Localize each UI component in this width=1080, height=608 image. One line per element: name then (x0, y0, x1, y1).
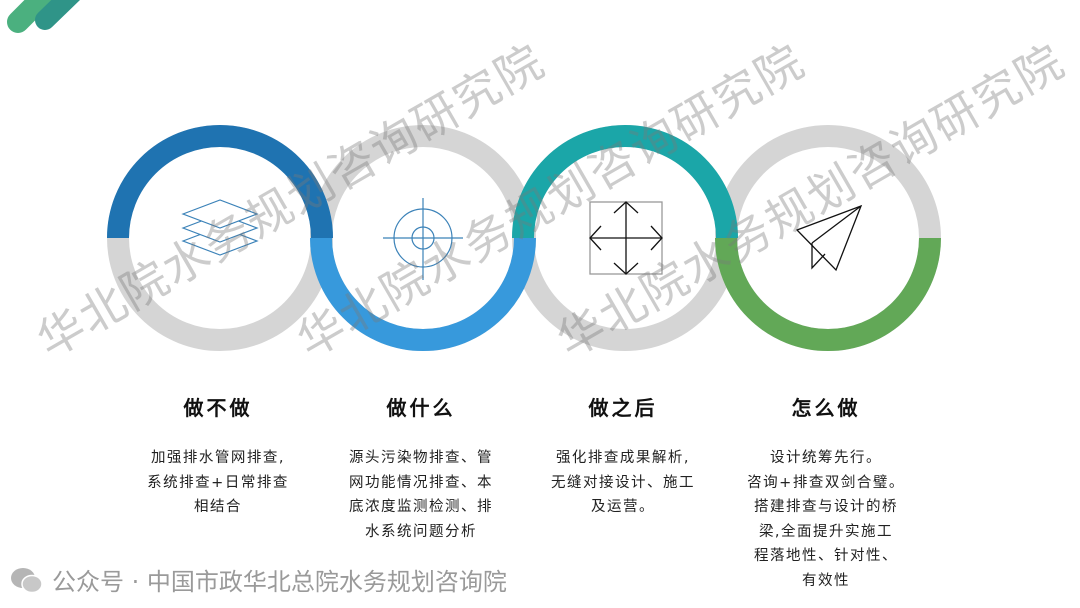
ring-4-arc (715, 237, 941, 351)
description-line: 源头污染物排查、管 (349, 450, 493, 466)
description-line: 无缝对接设计、施工 (551, 474, 695, 491)
step-description: 源头污染物排查、管网功能情况排查、本底浓度监测检测、排水系统问题分析 (326, 446, 516, 544)
step-title: 做不做 (183, 396, 253, 420)
step-title: 做之后 (588, 396, 658, 420)
description-line: 及运营。 (591, 499, 655, 515)
description-line: 梁,全面提升实施工 (758, 523, 894, 540)
description-line: 相结合 (194, 499, 242, 515)
ring-2-arc (310, 237, 536, 351)
ring-3-arc (512, 125, 738, 239)
description-line: 搭建排查与设计的桥 (754, 499, 898, 515)
footer-text: 公众号 · 中国市政华北总院水务规划咨询院 (52, 568, 507, 596)
description-line: 水系统问题分析 (365, 523, 477, 540)
description-line: 底浓度监测检测、排 (349, 499, 493, 515)
step-title: 做什么 (386, 396, 456, 420)
move-arrows-icon (589, 201, 663, 275)
description-line: 强化排查成果解析, (555, 450, 691, 466)
corner-decoration (7, 0, 80, 33)
layers-icon (181, 199, 259, 256)
description-line: 程落地性、针对性、 (754, 548, 898, 564)
wechat-icon (11, 567, 43, 593)
paper-plane-icon (795, 204, 863, 272)
step-description: 强化排查成果解析, 无缝对接设计、施工及运营。 (528, 446, 718, 520)
description-line: 加强排水管网排查, (150, 450, 286, 466)
step-description: 设计统筹先行。咨询+排查双剑合璧。搭建排查与设计的桥梁,全面提升实施工程落地性、… (731, 446, 921, 593)
description-line: 咨询+排查双剑合璧。 (747, 474, 905, 491)
step-description: 加强排水管网排查, 系统排查+日常排查相结合 (123, 446, 313, 520)
target-crosshair-icon (383, 198, 463, 280)
description-line: 有效性 (802, 572, 850, 589)
description-line: 网功能情况排查、本 (349, 474, 493, 491)
description-line: 设计统筹先行。 (770, 450, 882, 466)
ring-1-arc (107, 125, 333, 239)
description-line: 系统排查+日常排查 (147, 474, 289, 491)
footer: 公众号 · 中国市政华北总院水务规划咨询院 (10, 562, 507, 597)
step-title: 怎么做 (791, 396, 861, 420)
